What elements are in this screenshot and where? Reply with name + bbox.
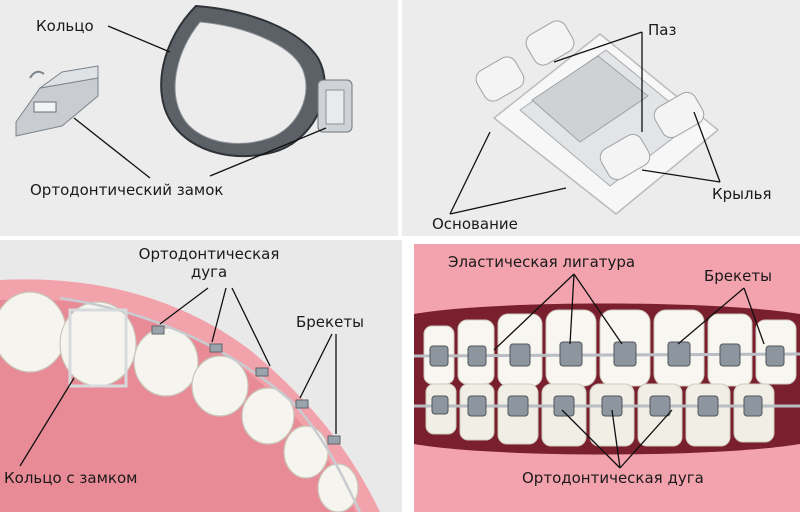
leader-line: [209, 127, 327, 177]
ring-lock-illustration: [15, 4, 353, 179]
label-base: Основание: [432, 215, 518, 233]
label-arch-line2: дуга: [190, 263, 228, 281]
leader-line: [449, 131, 491, 215]
leader-line: [159, 287, 209, 325]
label-brackets: Брекеты: [296, 313, 364, 331]
leader-line: [553, 31, 643, 63]
leader-line: [561, 409, 621, 469]
bracket-illustration: [449, 20, 721, 215]
leader-line: [641, 169, 721, 183]
teeth-braces-illustration: [414, 244, 800, 512]
leader-line: [573, 273, 623, 345]
lower-brackets: [431, 395, 763, 417]
brackets: [151, 325, 341, 445]
leader-line: [743, 287, 765, 345]
leader-line: [107, 25, 171, 53]
label-orthodontic-arch: Ортодонтическая дуга: [522, 469, 704, 487]
panel-ring-lock: Кольцо Ортодонтический замок: [0, 0, 398, 236]
label-ring-with-lock: Кольцо с замком: [4, 469, 138, 487]
leader-line: [677, 287, 745, 345]
leader-line: [73, 117, 151, 179]
orthodontic-lock-illustration: [15, 65, 99, 137]
arch-wire: [59, 296, 362, 512]
leader-line: [569, 273, 575, 345]
leader-line: [619, 409, 673, 469]
label-slot: Паз: [648, 21, 677, 39]
leader-line: [231, 287, 271, 367]
label-ring: Кольцо: [36, 17, 94, 35]
leader-line: [611, 409, 621, 469]
leader-line: [299, 333, 333, 399]
panel-teeth-braces: Эластическая лигатура Брекеты Ортодонтич…: [414, 244, 800, 512]
ring-illustration: [160, 4, 353, 158]
label-wings: Крылья: [712, 185, 772, 203]
leader-line: [19, 377, 75, 467]
label-orthodontic-lock: Ортодонтический замок: [30, 181, 224, 199]
teeth-row: [0, 291, 359, 512]
label-arch-line1: Ортодонтическая: [138, 245, 280, 263]
jaw-illustration: [0, 279, 380, 512]
panel-bracket: Паз Крылья Основание: [402, 0, 800, 236]
bracket-wings: [475, 20, 705, 181]
upper-brackets: [429, 341, 785, 367]
leader-line: [693, 111, 721, 183]
panel-jaw: Ортодонтическая дуга Брекеты Кольцо с за…: [0, 240, 402, 512]
leader-line: [211, 287, 227, 343]
label-brackets: Брекеты: [704, 267, 772, 285]
leader-line: [449, 187, 567, 215]
leader-line: [493, 273, 575, 351]
label-elastic-ligature: Эластическая лигатура: [448, 253, 636, 271]
